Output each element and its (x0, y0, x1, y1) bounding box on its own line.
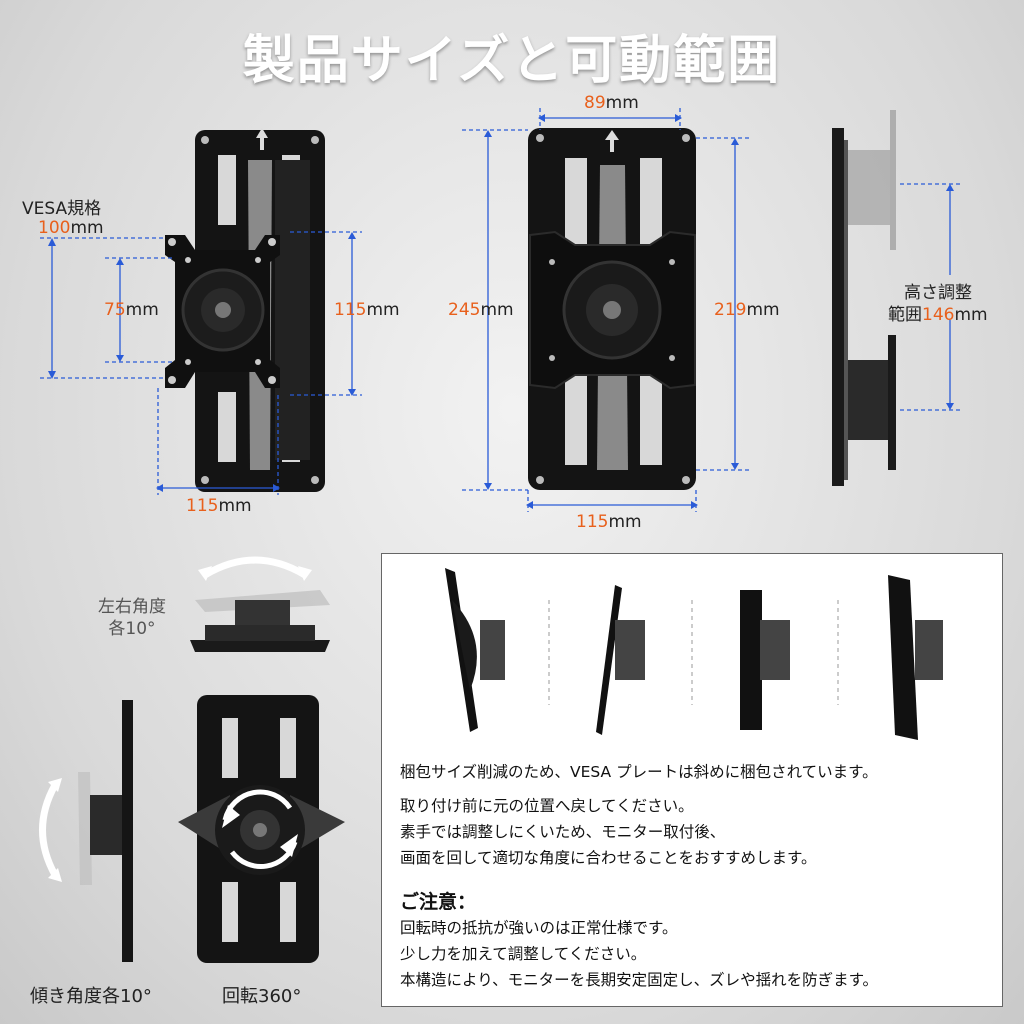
plate-height-unit: mm (480, 300, 514, 320)
swivel-label-line2: 各10° (108, 619, 156, 639)
plate-height-dimension: 245mm (448, 300, 514, 320)
front-height-value: 115 (334, 300, 367, 320)
tilt-caption: 傾き角度各10° (30, 986, 152, 1007)
inner-vesa-value: 75 (104, 300, 126, 320)
note-line-3: 素手では調整しにくいため、モニター取付後、 (400, 823, 726, 841)
plate-bottom-width-unit: mm (608, 512, 642, 532)
note-line-2: 取り付け前に元の位置へ戻してください。 (400, 797, 694, 815)
plate-height-value: 245 (448, 300, 481, 320)
note-line-1: 梱包サイズ削減のため、VESA プレートは斜めに梱包されています。 (400, 763, 878, 781)
plate-top-width-unit: mm (605, 93, 639, 113)
swivel-label-line1: 左右角度 (98, 597, 166, 617)
vesa-dimension: 100mm (38, 218, 104, 238)
inner-vesa-dimension: 75mm (104, 300, 159, 320)
plate-hole-span-dimension: 219mm (714, 300, 780, 320)
plate-top-width-dimension: 89mm (584, 93, 639, 113)
front-height-dimension: 115mm (334, 300, 400, 320)
front-height-unit: mm (366, 300, 400, 320)
height-adjust-unit: mm (954, 305, 988, 325)
note-line-5: 回転時の抵抗が強いのは正常仕様です。 (400, 919, 678, 937)
vesa-value: 100 (38, 218, 71, 238)
vesa-standard-label: VESA規格 (22, 199, 102, 219)
height-adjust-range-prefix: 範囲 (888, 305, 922, 325)
rotate-caption: 回転360° (222, 986, 302, 1007)
plate-hole-span-value: 219 (714, 300, 747, 320)
note-line-4: 画面を回して適切な角度に合わせることをおすすめします。 (400, 849, 817, 867)
vesa-unit: mm (70, 218, 104, 238)
height-adjust-range: 範囲146mm (888, 300, 988, 325)
front-width-unit: mm (218, 496, 252, 516)
swivel-label: 左右角度 各10° (82, 596, 182, 640)
page-title: 製品サイズと可動範囲 (242, 31, 782, 91)
front-width-value: 115 (186, 496, 219, 516)
note-line-6: 少し力を加えて調整してください。 (400, 945, 647, 963)
plate-hole-span-unit: mm (746, 300, 780, 320)
inner-vesa-unit: mm (125, 300, 159, 320)
plate-bottom-width-dimension: 115mm (576, 512, 642, 532)
note-line-7: 本構造により、モニターを長期安定固定し、ズレや揺れを防ぎます。 (400, 971, 879, 989)
height-adjust-value: 146 (922, 305, 955, 325)
caution-heading: ご注意： (400, 891, 477, 913)
plate-top-width-value: 89 (584, 93, 606, 113)
height-adjust-label: 高さ調整 (904, 283, 972, 303)
plate-bottom-width-value: 115 (576, 512, 609, 532)
front-width-dimension: 115mm (186, 496, 252, 516)
